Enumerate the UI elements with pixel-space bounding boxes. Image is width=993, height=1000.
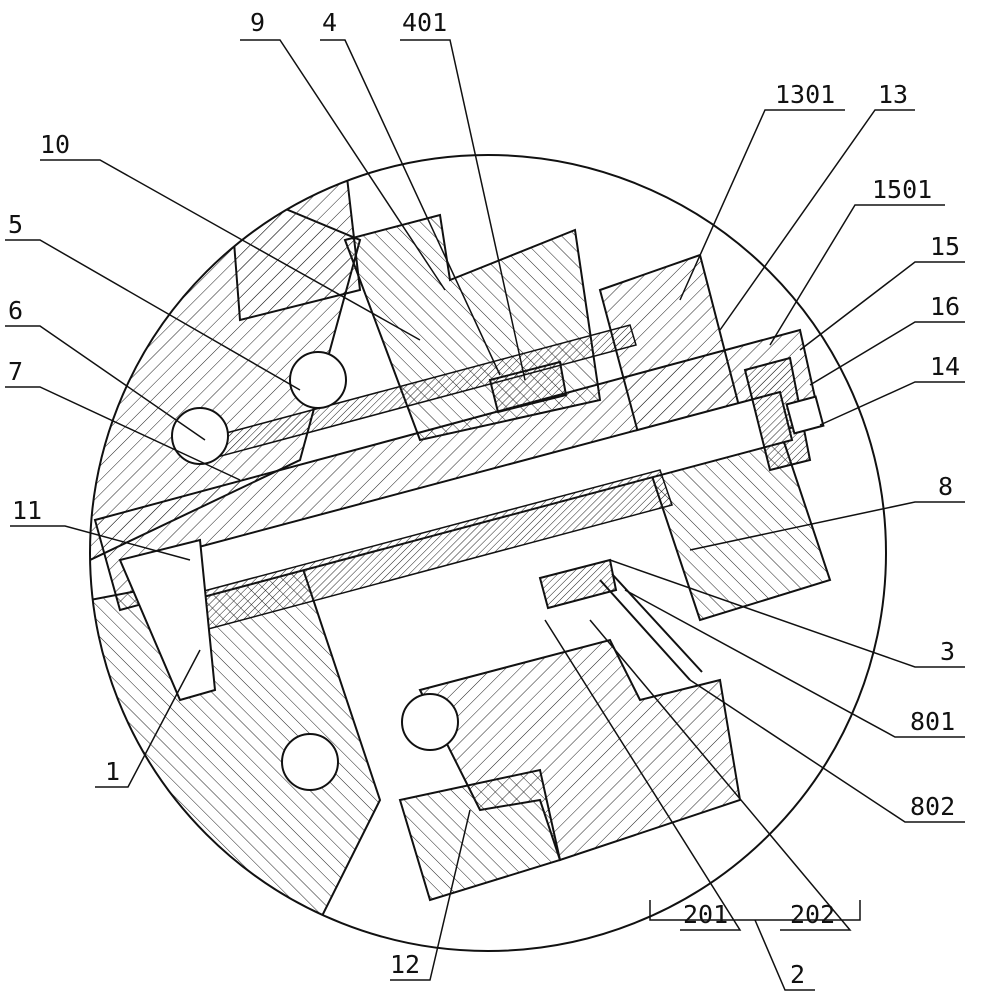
label-802: 802 (910, 794, 955, 819)
label-401: 401 (402, 10, 447, 35)
label-201: 201 (683, 902, 728, 927)
label-1301: 1301 (775, 82, 835, 107)
label-801: 801 (910, 709, 955, 734)
ball-5 (290, 352, 346, 408)
label-202: 202 (790, 902, 835, 927)
label-8: 8 (938, 474, 953, 499)
label-12: 12 (390, 952, 420, 977)
label-6: 6 (8, 298, 23, 323)
section-view (90, 160, 830, 960)
label-11: 11 (12, 498, 42, 523)
label-9: 9 (250, 10, 265, 35)
ball-lower-1 (282, 734, 338, 790)
label-10: 10 (40, 132, 70, 157)
screw-14 (787, 397, 824, 434)
label-4: 4 (322, 10, 337, 35)
label-16: 16 (930, 294, 960, 319)
label-1: 1 (105, 759, 120, 784)
label-13: 13 (878, 82, 908, 107)
label-3: 3 (940, 639, 955, 664)
label-2: 2 (790, 962, 805, 987)
bearing-cap-lower (400, 770, 560, 900)
label-1501: 1501 (872, 177, 932, 202)
label-15: 15 (930, 234, 960, 259)
label-14: 14 (930, 354, 960, 379)
label-5: 5 (8, 212, 23, 237)
label-7: 7 (8, 359, 23, 384)
ball-lower-2 (402, 694, 458, 750)
